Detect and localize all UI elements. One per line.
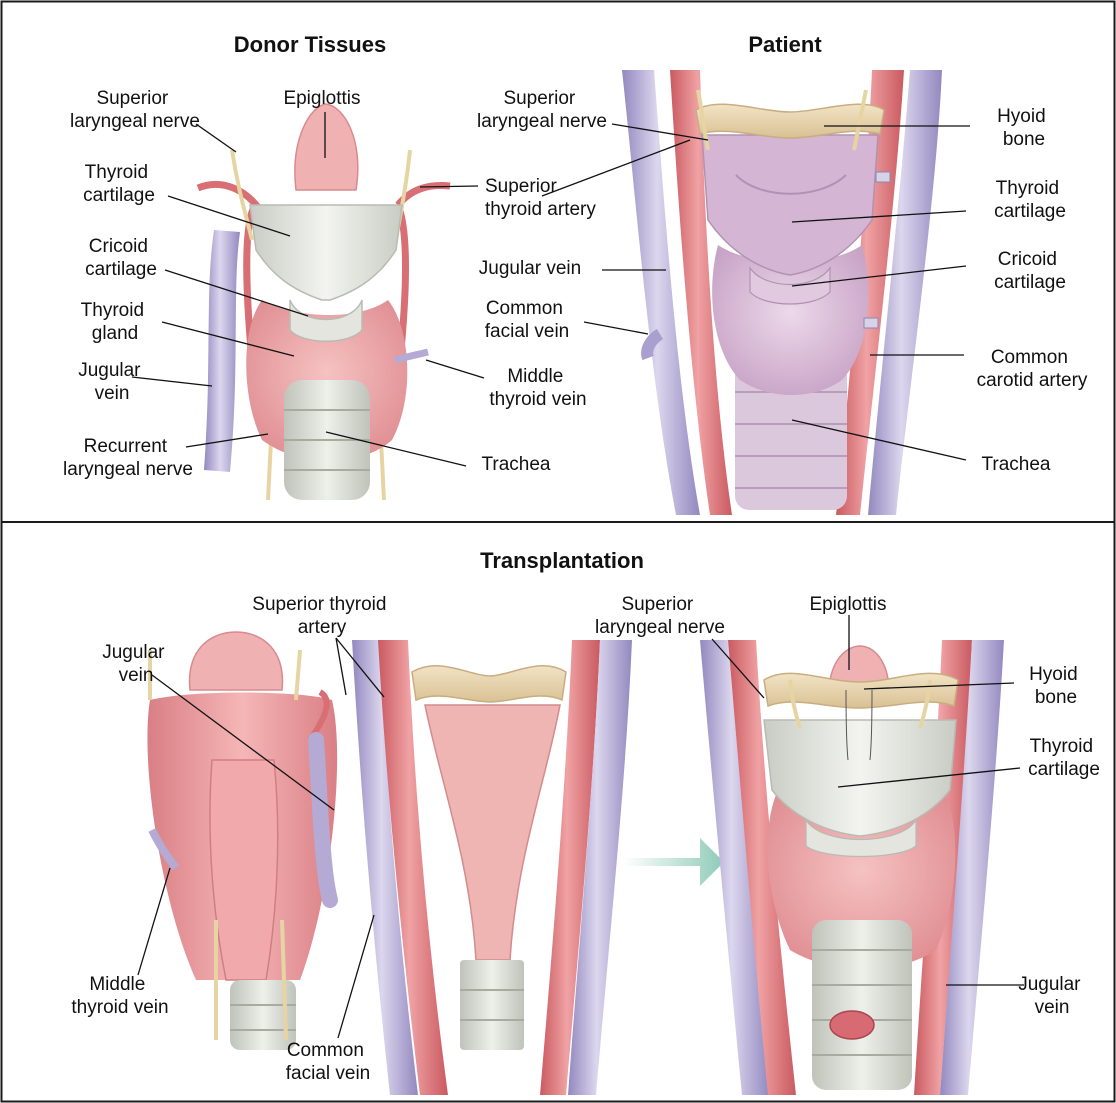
donor-jugular-vein-shape [204, 230, 240, 472]
label-donor-recurrent-laryngeal-nerve: Recurrent laryngeal nerve [63, 436, 193, 480]
label-patient-superior-laryngeal-nerve: Superior laryngeal nerve [477, 88, 607, 132]
label-transplant-common-facial-vein: Common facial vein [286, 1040, 371, 1084]
label-patient-common-facial-vein: Common facial vein [485, 298, 570, 342]
label-donor-epiglottis: Epiglottis [283, 88, 360, 109]
label-donor-jugular-vein: Jugular vein [78, 360, 146, 404]
patient-panel-title: Patient [748, 32, 822, 57]
label-transplant-superior-laryngeal-nerve: Superior laryngeal nerve [595, 594, 725, 638]
transplant-pharynx-shape [425, 705, 560, 960]
donor-epiglottis-shape [295, 104, 358, 190]
label-patient-hyoid-bone: Hyoid bone [997, 106, 1051, 150]
label-patient-cricoid-cartilage: Cricoid cartilage [994, 249, 1066, 293]
label-patient-jugular-vein: Jugular vein [479, 258, 581, 279]
donor-illustration [198, 104, 450, 500]
transplantation-panel-title: Transplantation [480, 548, 644, 573]
label-transplant-hyoid-bone: Hyoid bone [1029, 664, 1083, 708]
transplant-arrow [624, 838, 724, 886]
transplant-illustration [147, 632, 1004, 1095]
label-transplant-middle-thyroid-vein: Middle thyroid vein [71, 974, 168, 1018]
label-donor-thyroid-cartilage: Thyroid cartilage [83, 162, 155, 206]
label-donor-trachea: Trachea [482, 454, 551, 475]
label-transplant-superior-thyroid-artery: Superior thyroid artery [252, 594, 391, 638]
label-transplant-thyroid-cartilage: Thyroid cartilage [1028, 736, 1100, 780]
label-donor-superior-laryngeal-nerve: Superior laryngeal nerve [70, 88, 200, 132]
donor-thyroid-cartilage-shape [250, 205, 402, 300]
label-patient-thyroid-cartilage: Thyroid cartilage [994, 178, 1066, 222]
donor-cricoid-shape [290, 300, 362, 341]
label-patient-common-carotid-artery: Common carotid artery [977, 347, 1088, 391]
donor-panel-title: Donor Tissues [234, 32, 386, 57]
label-donor-superior-thyroid-artery: Superior thyroid artery [485, 176, 596, 220]
label-donor-thyroid-gland: Thyroid gland [81, 300, 150, 344]
patient-illustration [622, 70, 942, 515]
label-donor-middle-thyroid-vein: Middle thyroid vein [489, 366, 586, 410]
label-transplant-epiglottis: Epiglottis [809, 594, 886, 615]
label-patient-trachea: Trachea [982, 454, 1051, 475]
label-donor-cricoid-cartilage: Cricoid cartilage [85, 236, 157, 280]
label-transplant-jugular-vein-right: Jugular vein [1018, 974, 1086, 1018]
label-transplant-jugular-vein-left: Jugular vein [102, 642, 170, 686]
